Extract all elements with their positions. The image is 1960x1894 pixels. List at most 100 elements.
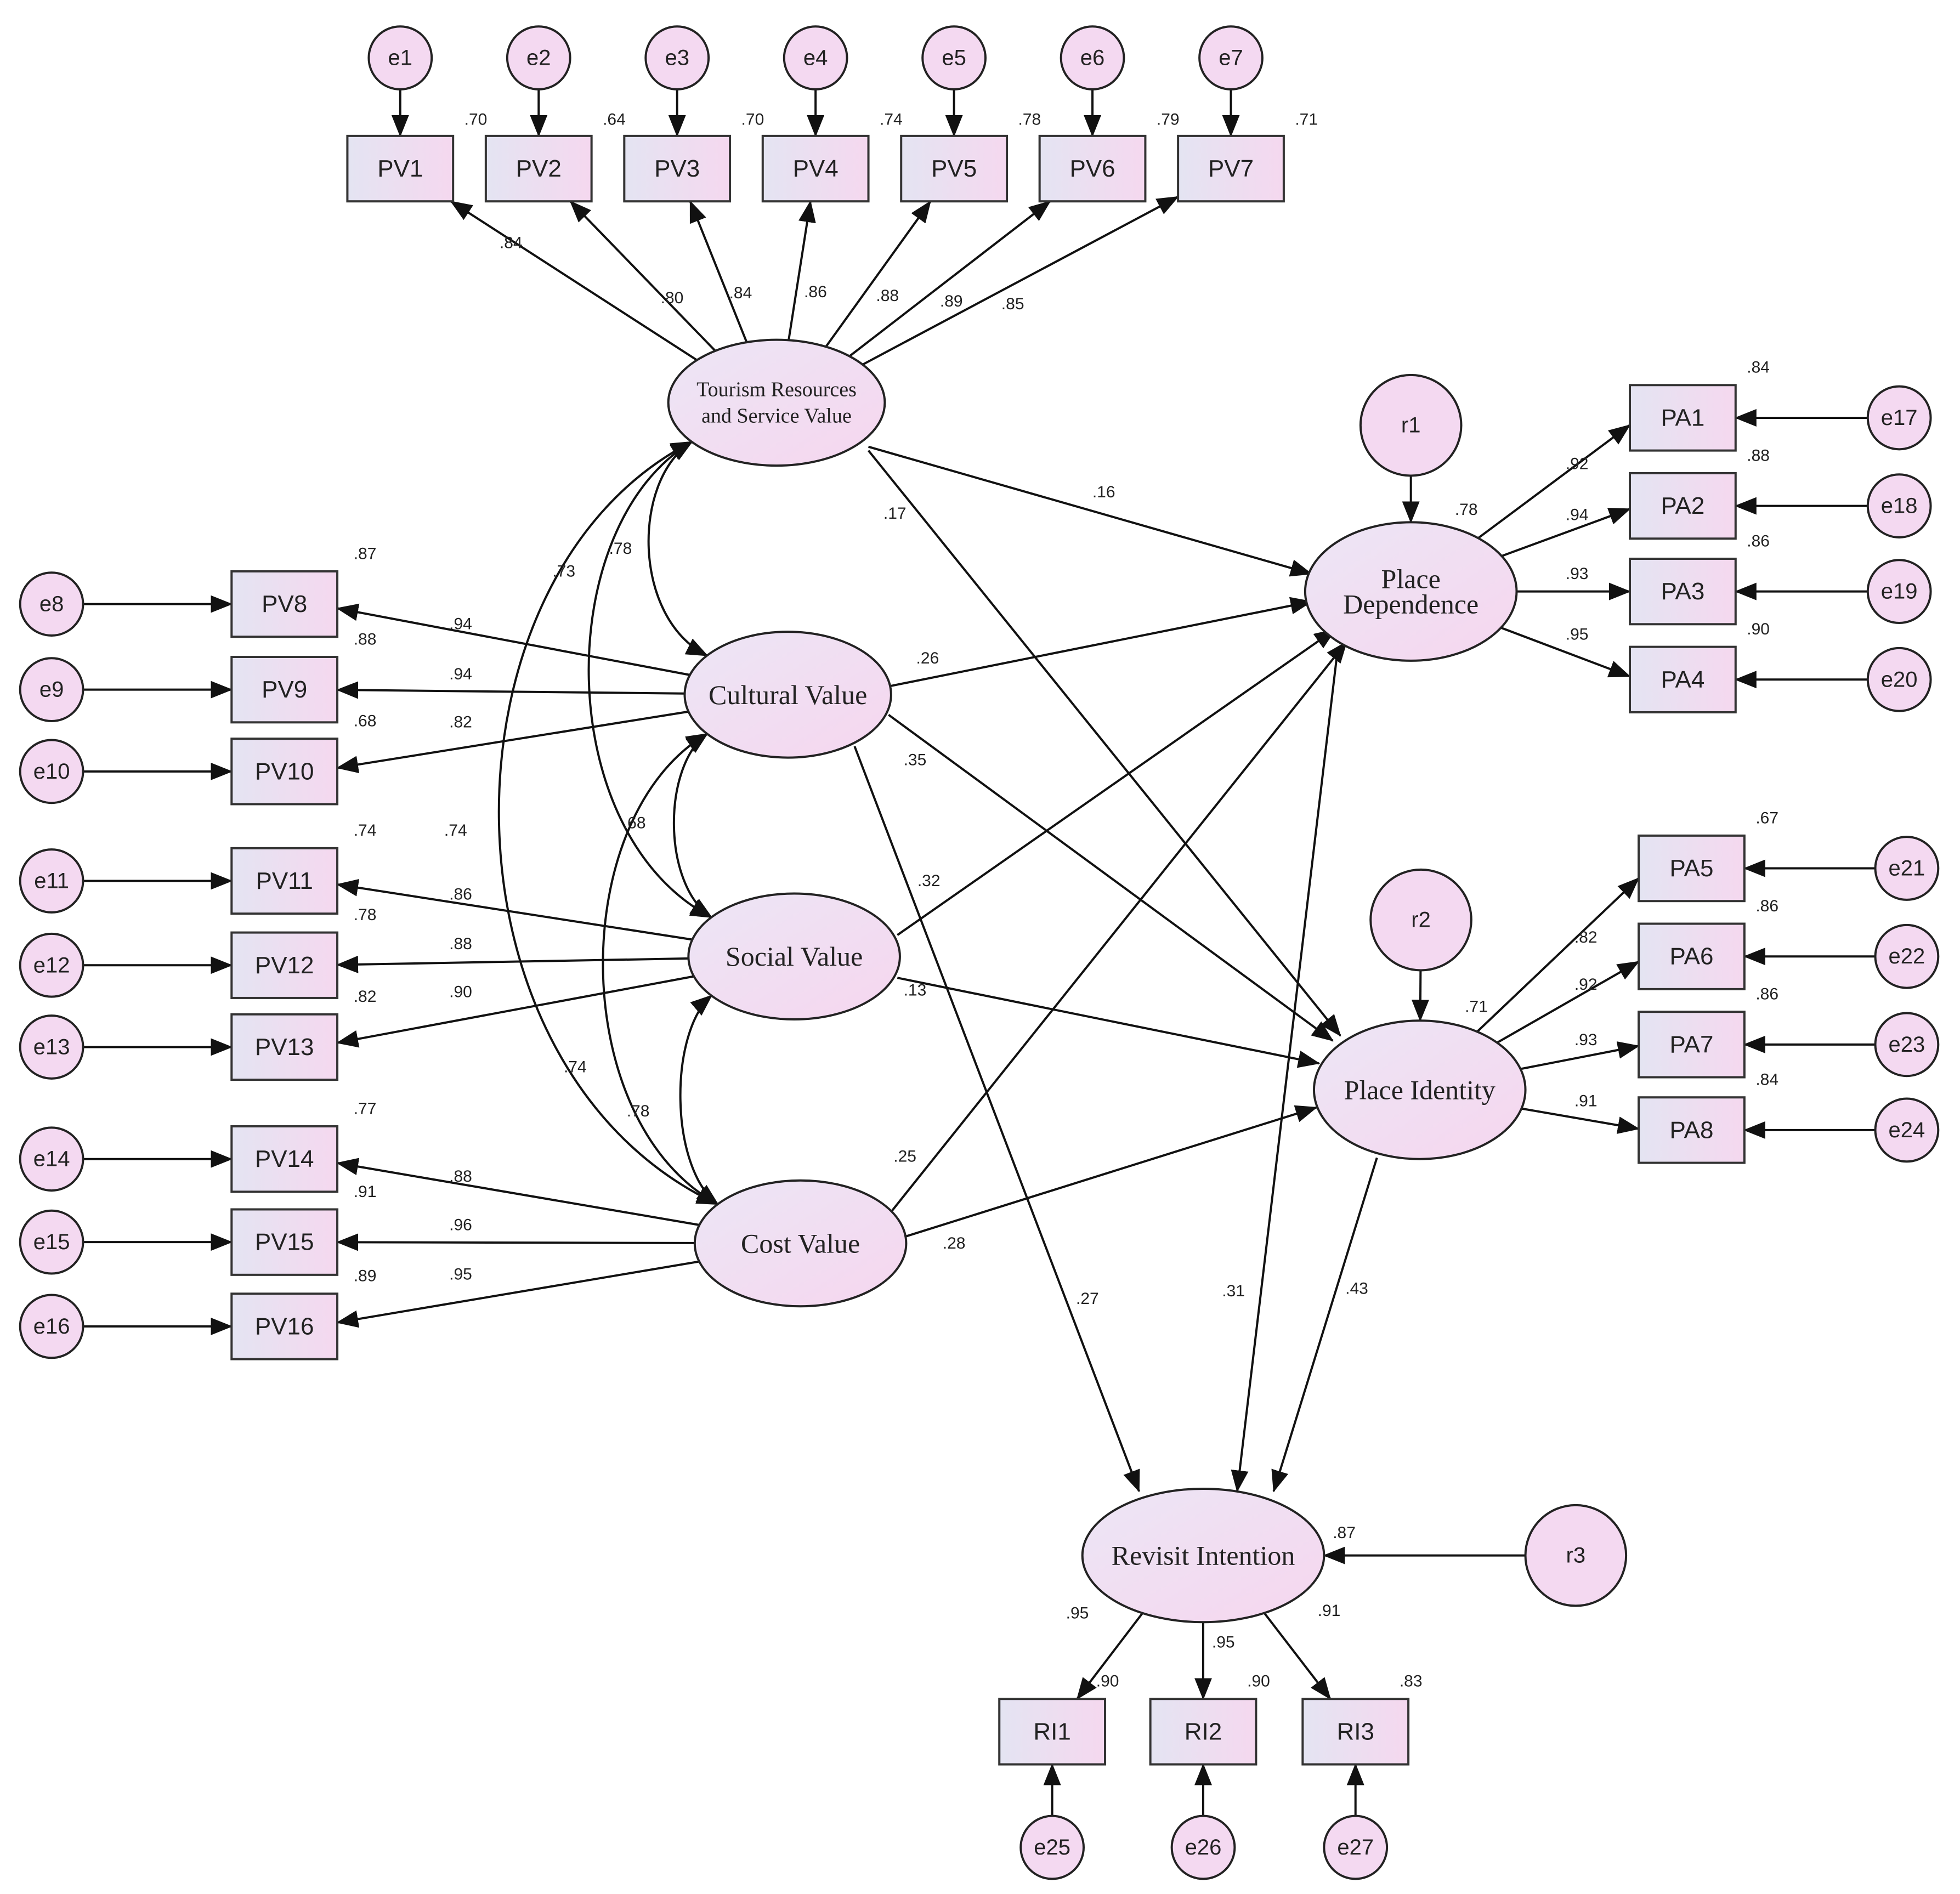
error-label-e13: e13 xyxy=(33,1035,70,1059)
latent-label-trsv-1: and Service Value xyxy=(701,404,852,427)
error-label-e27: e27 xyxy=(1337,1835,1374,1859)
indicator-r2-PV2: .64 xyxy=(603,111,626,129)
indicator-loading-PA4: .95 xyxy=(1566,626,1589,644)
covariance-trsv-cov xyxy=(497,440,720,1206)
loading-arrow-PA1 xyxy=(1477,424,1631,539)
covariance-coef-cv-cov: .74 xyxy=(564,1058,587,1076)
indicator-loading-PV8: .94 xyxy=(449,615,472,633)
indicator-box-PV16 xyxy=(230,1292,339,1360)
loading-arrow-PV4 xyxy=(788,200,816,341)
indicator-box-PV15 xyxy=(230,1208,339,1276)
indicator-label-PV2: PV2 xyxy=(516,155,562,182)
error-label-e23: e23 xyxy=(1889,1033,1925,1057)
indicator-label-PA1: PA1 xyxy=(1661,404,1704,431)
indicator-box-PV5 xyxy=(900,134,1008,203)
error-circle-e16 xyxy=(19,1294,84,1359)
indicator-loading-PV1: .84 xyxy=(500,234,523,252)
indicator-r2-PV14: .77 xyxy=(354,1099,377,1118)
indicator-loading-PV13: .90 xyxy=(449,983,472,1001)
error-circle-e17 xyxy=(1866,385,1932,451)
indicator-label-PV6: PV6 xyxy=(1069,155,1115,182)
indicator-r2-PA2: .88 xyxy=(1747,446,1770,464)
indicator-loading-PA2: .94 xyxy=(1566,506,1589,524)
indicator-loading-RI3: .91 xyxy=(1318,1602,1341,1620)
indicator-loading-PV4: .86 xyxy=(804,283,827,301)
indicator-label-PV15: PV15 xyxy=(255,1229,314,1256)
indicator-box-PV10 xyxy=(230,738,339,806)
error-label-e24: e24 xyxy=(1889,1118,1925,1142)
error-circle-e2 xyxy=(506,25,571,90)
indicator-label-PV10: PV10 xyxy=(255,758,314,785)
indicator-loading-PV5: .88 xyxy=(876,287,899,305)
covariance-layer xyxy=(497,440,720,1206)
error-circle-e12 xyxy=(19,932,84,998)
path-coef-cov-pd: .25 xyxy=(893,1148,916,1166)
indicator-r2-PV3: .70 xyxy=(741,111,764,129)
loading-arrow-PA2 xyxy=(1501,508,1631,557)
indicator-label-PV1: PV1 xyxy=(377,155,423,182)
edge-layer xyxy=(83,89,1876,1816)
covariance-trsv-cv xyxy=(647,440,709,657)
covariance-cv-cov xyxy=(602,733,720,1206)
loading-arrow-PA5 xyxy=(1476,877,1640,1033)
loading-arrow-PV6 xyxy=(848,200,1051,358)
indicator-loading-PV12: .88 xyxy=(449,935,472,953)
loading-arrow-PV12 xyxy=(336,955,689,973)
disturbance-label-r2: r2 xyxy=(1411,908,1431,932)
path-coef-pd-ri: .31 xyxy=(1222,1282,1245,1300)
indicator-r2-PV13: .82 xyxy=(354,988,377,1006)
path-cov-pd xyxy=(890,640,1348,1213)
error-circle-e1 xyxy=(367,25,433,90)
indicator-loading-PV10: .82 xyxy=(449,713,472,731)
loading-arrow-PV15 xyxy=(336,1233,695,1251)
error-circle-e3 xyxy=(644,25,710,90)
latent-label-sv-0: Social Value xyxy=(726,941,863,972)
error-circle-e25 xyxy=(1019,1814,1085,1880)
indicator-loading-PA3: .93 xyxy=(1566,565,1589,583)
error-circle-e13 xyxy=(19,1014,84,1080)
error-label-e6: e6 xyxy=(1080,46,1105,70)
indicator-loading-PA8: .91 xyxy=(1574,1092,1598,1110)
indicator-r2-PV10: .68 xyxy=(354,712,377,730)
disturbance-arrow-r2 xyxy=(1411,970,1429,1022)
covariance-coef-sv-cov: .78 xyxy=(627,1102,650,1120)
error-label-e5: e5 xyxy=(942,46,966,70)
error-circle-e14 xyxy=(19,1126,84,1192)
indicator-label-RI3: RI3 xyxy=(1336,1718,1374,1745)
indicator-label-PV9: PV9 xyxy=(262,676,307,703)
path-coef-sv-pi: .13 xyxy=(904,982,927,1000)
path-pi-ri xyxy=(1271,1157,1378,1493)
error-circle-e9 xyxy=(19,657,84,723)
covariance-coef-cv-sv: .68 xyxy=(623,814,646,832)
error-label-e17: e17 xyxy=(1881,406,1918,430)
loading-arrow-PV5 xyxy=(825,200,932,348)
indicator-box-PV9 xyxy=(230,655,339,724)
indicator-r2-PA7: .86 xyxy=(1755,985,1778,1003)
error-label-e4: e4 xyxy=(803,46,828,70)
error-circle-e23 xyxy=(1874,1012,1940,1078)
latent-r2-pd: .78 xyxy=(1455,501,1478,519)
error-circle-e4 xyxy=(783,25,848,90)
latent-label-cv-0: Cultural Value xyxy=(709,679,867,710)
indicator-r2-RI3: .83 xyxy=(1400,1672,1423,1691)
indicator-r2-PA5: .67 xyxy=(1755,809,1778,827)
indicator-loading-PV7: .85 xyxy=(1001,295,1024,313)
indicator-label-PV8: PV8 xyxy=(262,591,307,617)
indicator-r2-PA1: .84 xyxy=(1747,359,1770,377)
loading-arrow-PV9 xyxy=(336,681,685,699)
indicator-label-PV3: PV3 xyxy=(654,155,700,182)
indicator-box-RI2 xyxy=(1149,1698,1257,1766)
loading-arrow-PA8 xyxy=(1521,1107,1640,1134)
indicator-box-PV4 xyxy=(761,134,870,203)
error-circle-e15 xyxy=(19,1209,84,1275)
indicator-label-PA2: PA2 xyxy=(1661,492,1704,519)
indicator-label-PV5: PV5 xyxy=(931,155,977,182)
covariance-coef-trsv-cv: .78 xyxy=(609,540,632,558)
error-label-e25: e25 xyxy=(1034,1835,1070,1859)
latent-r2-ri: .87 xyxy=(1333,1524,1356,1542)
covariance-sv-cov xyxy=(679,994,719,1205)
indicator-box-PV6 xyxy=(1038,134,1147,203)
indicator-label-RI1: RI1 xyxy=(1033,1718,1070,1745)
indicator-label-PA8: PA8 xyxy=(1670,1116,1714,1143)
disturbance-r2 xyxy=(1369,868,1472,972)
